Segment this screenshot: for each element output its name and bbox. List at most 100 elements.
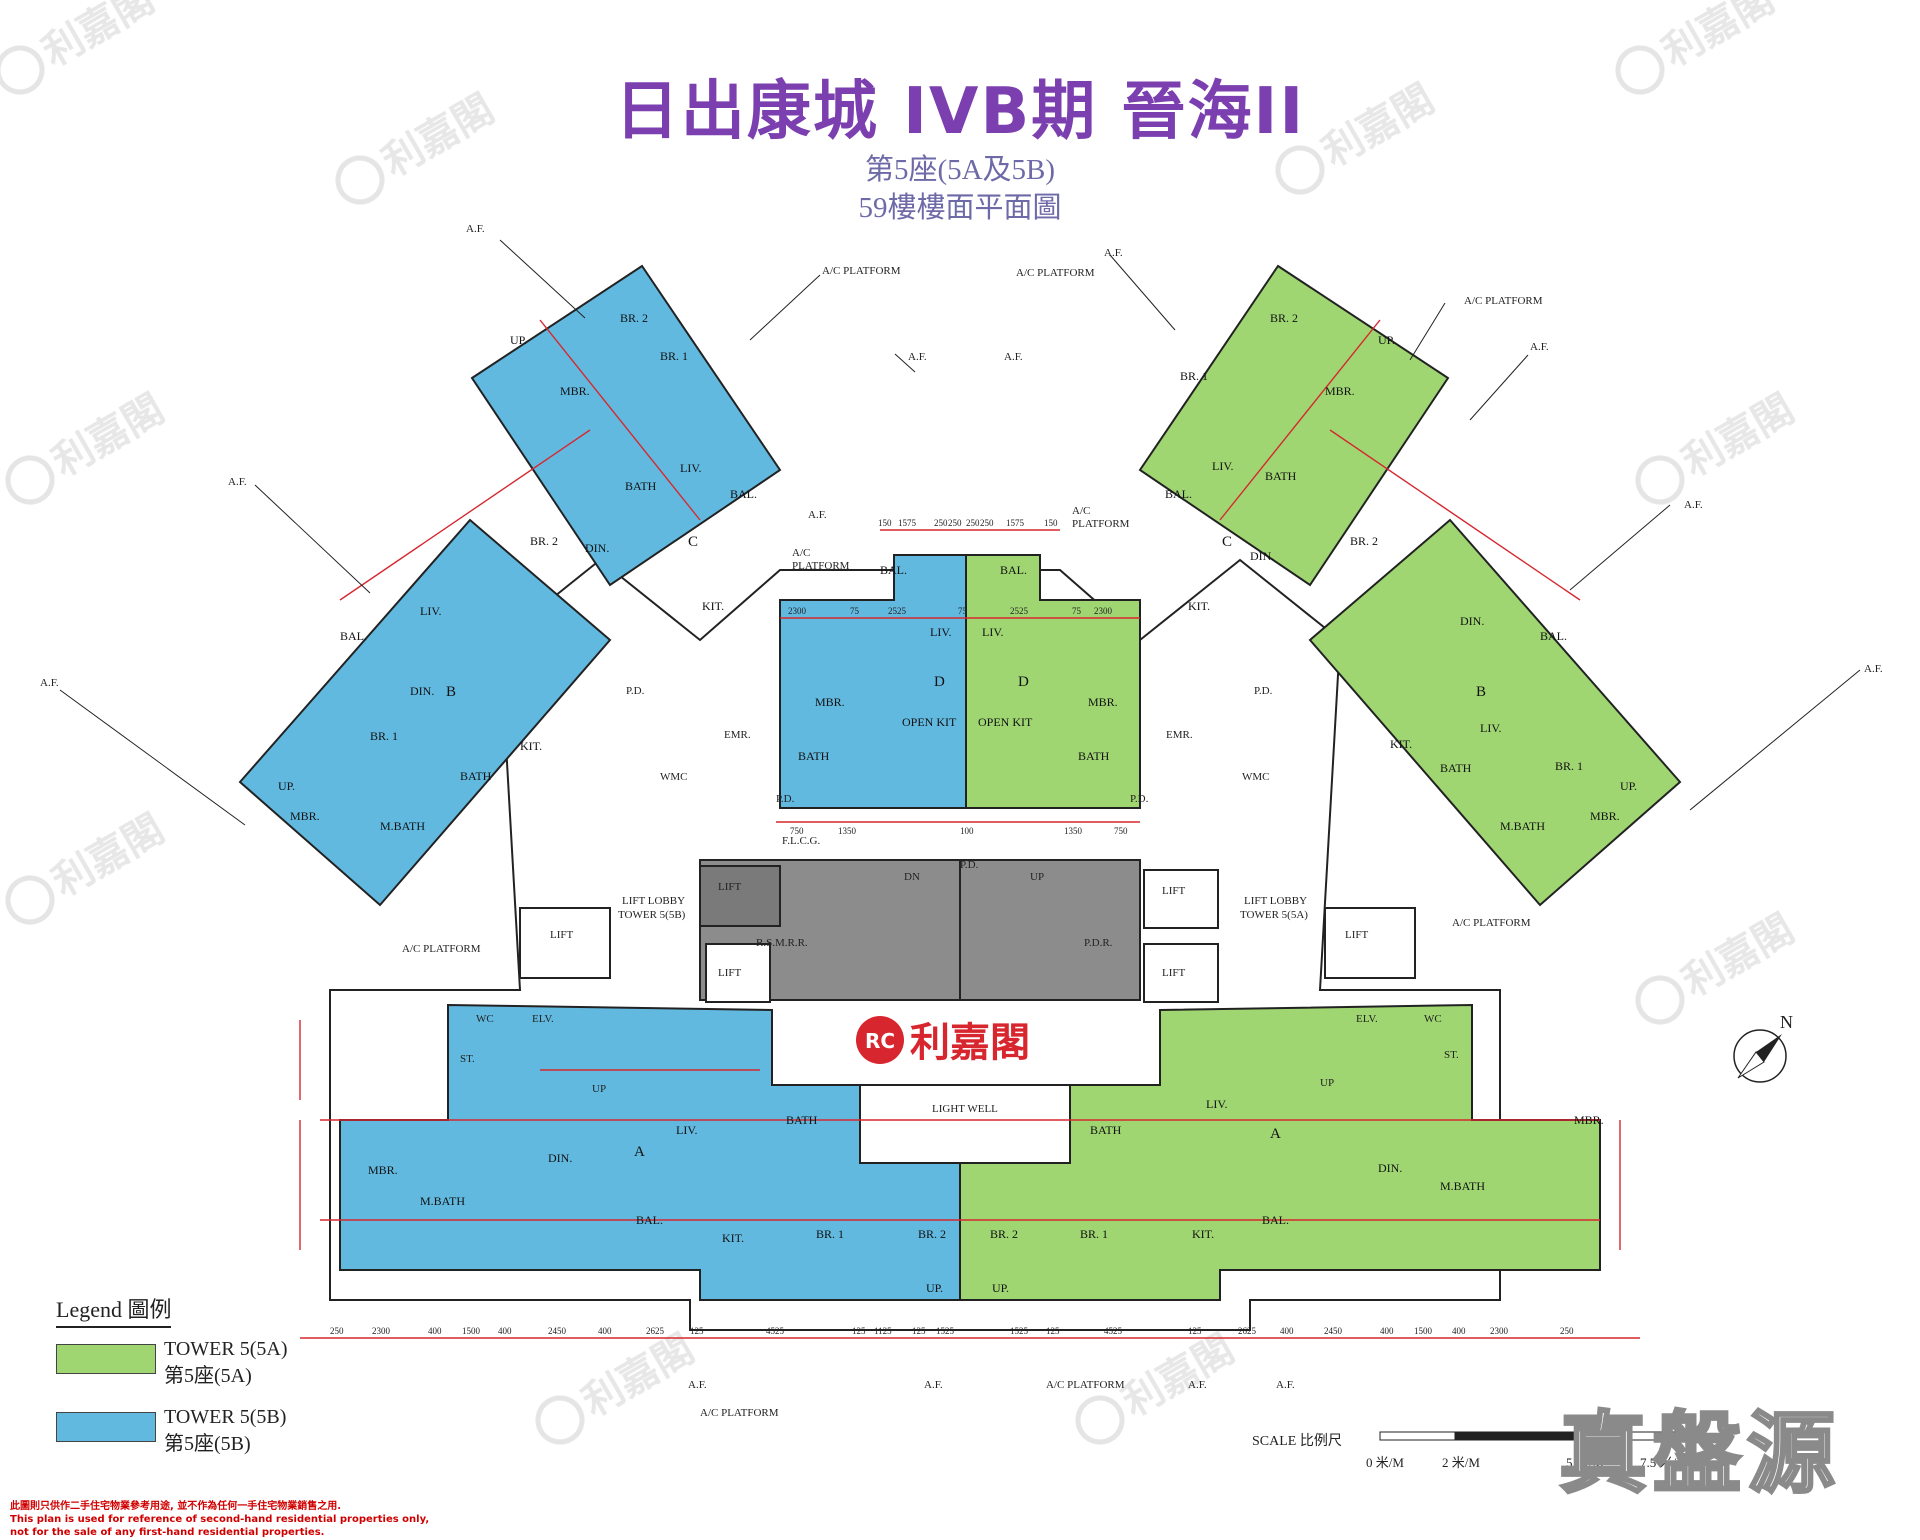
core-labels: LIFT LIFT LIFT LIFT LIFT LIFT LIFT LOBBY… [460, 685, 1459, 1115]
lift-label: LIFT [718, 967, 742, 979]
lift-label: LIFT [1162, 885, 1186, 897]
dim-bottom: 2300 [372, 1326, 391, 1336]
room-label: UP. [1620, 779, 1637, 793]
room-label: MBR. [560, 384, 590, 398]
wmc-label: WMC [1242, 771, 1270, 783]
room-label: M.BATH [420, 1194, 465, 1208]
room-label: BAL. [1000, 563, 1027, 577]
dimension-numbers: 250 2300 400 1500 400 2450 400 2625 125 … [330, 518, 1574, 1336]
room-label: MBR. [1590, 809, 1620, 823]
watermark-tile: 利嘉閣 [0, 0, 162, 95]
room-label: UP. [926, 1281, 943, 1295]
pd-label: P.D. [1130, 793, 1149, 805]
dim-bottom: 400 [1452, 1326, 1466, 1336]
lift-label: LIFT [1345, 929, 1369, 941]
lift-lobby-label: LIFT LOBBY [622, 895, 685, 907]
dim-bottom: 125 [852, 1326, 866, 1336]
room-label: UP. [1378, 333, 1395, 347]
room-label: BATH [786, 1113, 818, 1127]
room-label: M.BATH [1500, 819, 1545, 833]
legend-title: Legend 圖例 [56, 1292, 172, 1328]
dim-d: 75 [850, 606, 860, 616]
af-callout: A.F. [466, 223, 485, 235]
dim-bottom: 400 [1280, 1326, 1294, 1336]
room-label: LIV. [982, 625, 1003, 639]
emr-label: EMR. [724, 729, 751, 741]
brand-name: 利嘉閣 [910, 1020, 1030, 1066]
up-label: UP [1320, 1077, 1334, 1089]
elv-label: ELV. [1356, 1013, 1378, 1025]
ac-platform-callout: A/C PLATFORM [1452, 917, 1531, 929]
af-callout: A.F. [1004, 351, 1023, 363]
dim-bottom: 125 [690, 1326, 704, 1336]
tower-5b-label: TOWER 5(5B) [618, 909, 686, 921]
watermark-tile: 利嘉閣 [335, 86, 502, 205]
room-label: OPEN KIT [902, 715, 957, 729]
scale-tick-label: 0 米/M [1366, 1455, 1404, 1470]
af-callout: A.F. [1188, 1379, 1207, 1391]
af-callout: A.F. [1276, 1379, 1295, 1391]
unit-letter: A [634, 1144, 645, 1160]
wc-label: WC [476, 1013, 494, 1025]
room-label: KIT. [722, 1231, 744, 1245]
dim-bottom: 4525 [1104, 1326, 1123, 1336]
room-label: LIV. [1480, 721, 1501, 735]
dim-bottom: 2625 [1238, 1326, 1257, 1336]
ac-platform-callout: A/C PLATFORM [822, 265, 901, 277]
dim-top: 250 [948, 518, 962, 528]
dim-bottom: 400 [1380, 1326, 1394, 1336]
room-label: M.BATH [1440, 1179, 1485, 1193]
room-labels: UP. MBR. BR. 2 BR. 1 BATH LIV. DIN. BAL.… [278, 311, 1637, 1295]
af-callout: A.F. [808, 509, 827, 521]
room-label: BAL. [636, 1213, 663, 1227]
room-label: BAL. [1540, 629, 1567, 643]
floor-subtitle: 59樓樓面平面圖 [858, 192, 1062, 224]
disclaimer-en-2: not for the sale of any first-hand resid… [10, 1527, 325, 1538]
unit-letter: C [688, 534, 698, 550]
wc-label: WC [1424, 1013, 1442, 1025]
dim-d-bottom: 1350 [838, 826, 857, 836]
room-label: BR. 1 [1180, 369, 1208, 383]
dim-bottom: 1500 [462, 1326, 481, 1336]
watermark-text: 利嘉閣 [375, 86, 502, 186]
room-label: BATH [1090, 1123, 1122, 1137]
dim-d-bottom: 750 [1114, 826, 1128, 836]
tower-subtitle: 第5座(5A及5B) [864, 154, 1056, 186]
pdr-label: P.D.R. [1084, 937, 1113, 949]
legend-swatch-5a [56, 1344, 156, 1374]
lift-shaft-5a [1143, 869, 1219, 929]
room-label: MBR. [1088, 695, 1118, 709]
room-label: UP. [510, 333, 527, 347]
emr-label: EMR. [1166, 729, 1193, 741]
unit-letter: B [1476, 684, 1486, 700]
st-label: ST. [1444, 1049, 1459, 1061]
elv-label: ELV. [532, 1013, 554, 1025]
wmc-label: WMC [660, 771, 688, 783]
watermark-tile: 利嘉閣 [1275, 76, 1442, 195]
dim-bottom: 125 [912, 1326, 926, 1336]
room-label: MBR. [1325, 384, 1355, 398]
room-label: BR. 1 [1555, 759, 1583, 773]
af-callout: A.F. [908, 351, 927, 363]
unit-5b-b [238, 518, 612, 907]
dim-bottom: 250 [330, 1326, 344, 1336]
tower-5a-label: TOWER 5(5A) [1240, 909, 1308, 921]
dim-bottom: 250 [1560, 1326, 1574, 1336]
dim-bottom: 1525 [936, 1326, 955, 1336]
ac-platform-callout: A/C PLATFORM [1016, 267, 1095, 279]
legend-label-zh: 第5座(5A) [164, 1365, 252, 1387]
watermark-text: 利嘉閣 [1675, 906, 1802, 1006]
unit-letter: B [446, 684, 456, 700]
dim-top: 1575 [898, 518, 917, 528]
pd-label: P.D. [960, 859, 979, 871]
page-title: 日出康城 IVB期 晉海II [614, 75, 1306, 149]
room-label: LIV. [930, 625, 951, 639]
af-callout: A.F. [1864, 663, 1883, 675]
room-label: MBR. [815, 695, 845, 709]
north-arrow: N [1733, 1012, 1793, 1083]
dim-d: 75 [958, 606, 968, 616]
dim-d: 2525 [888, 606, 907, 616]
ac-platform-callout: A/C PLATFORM [700, 1407, 779, 1419]
dim-bottom: 400 [598, 1326, 612, 1336]
room-label: KIT. [702, 599, 724, 613]
